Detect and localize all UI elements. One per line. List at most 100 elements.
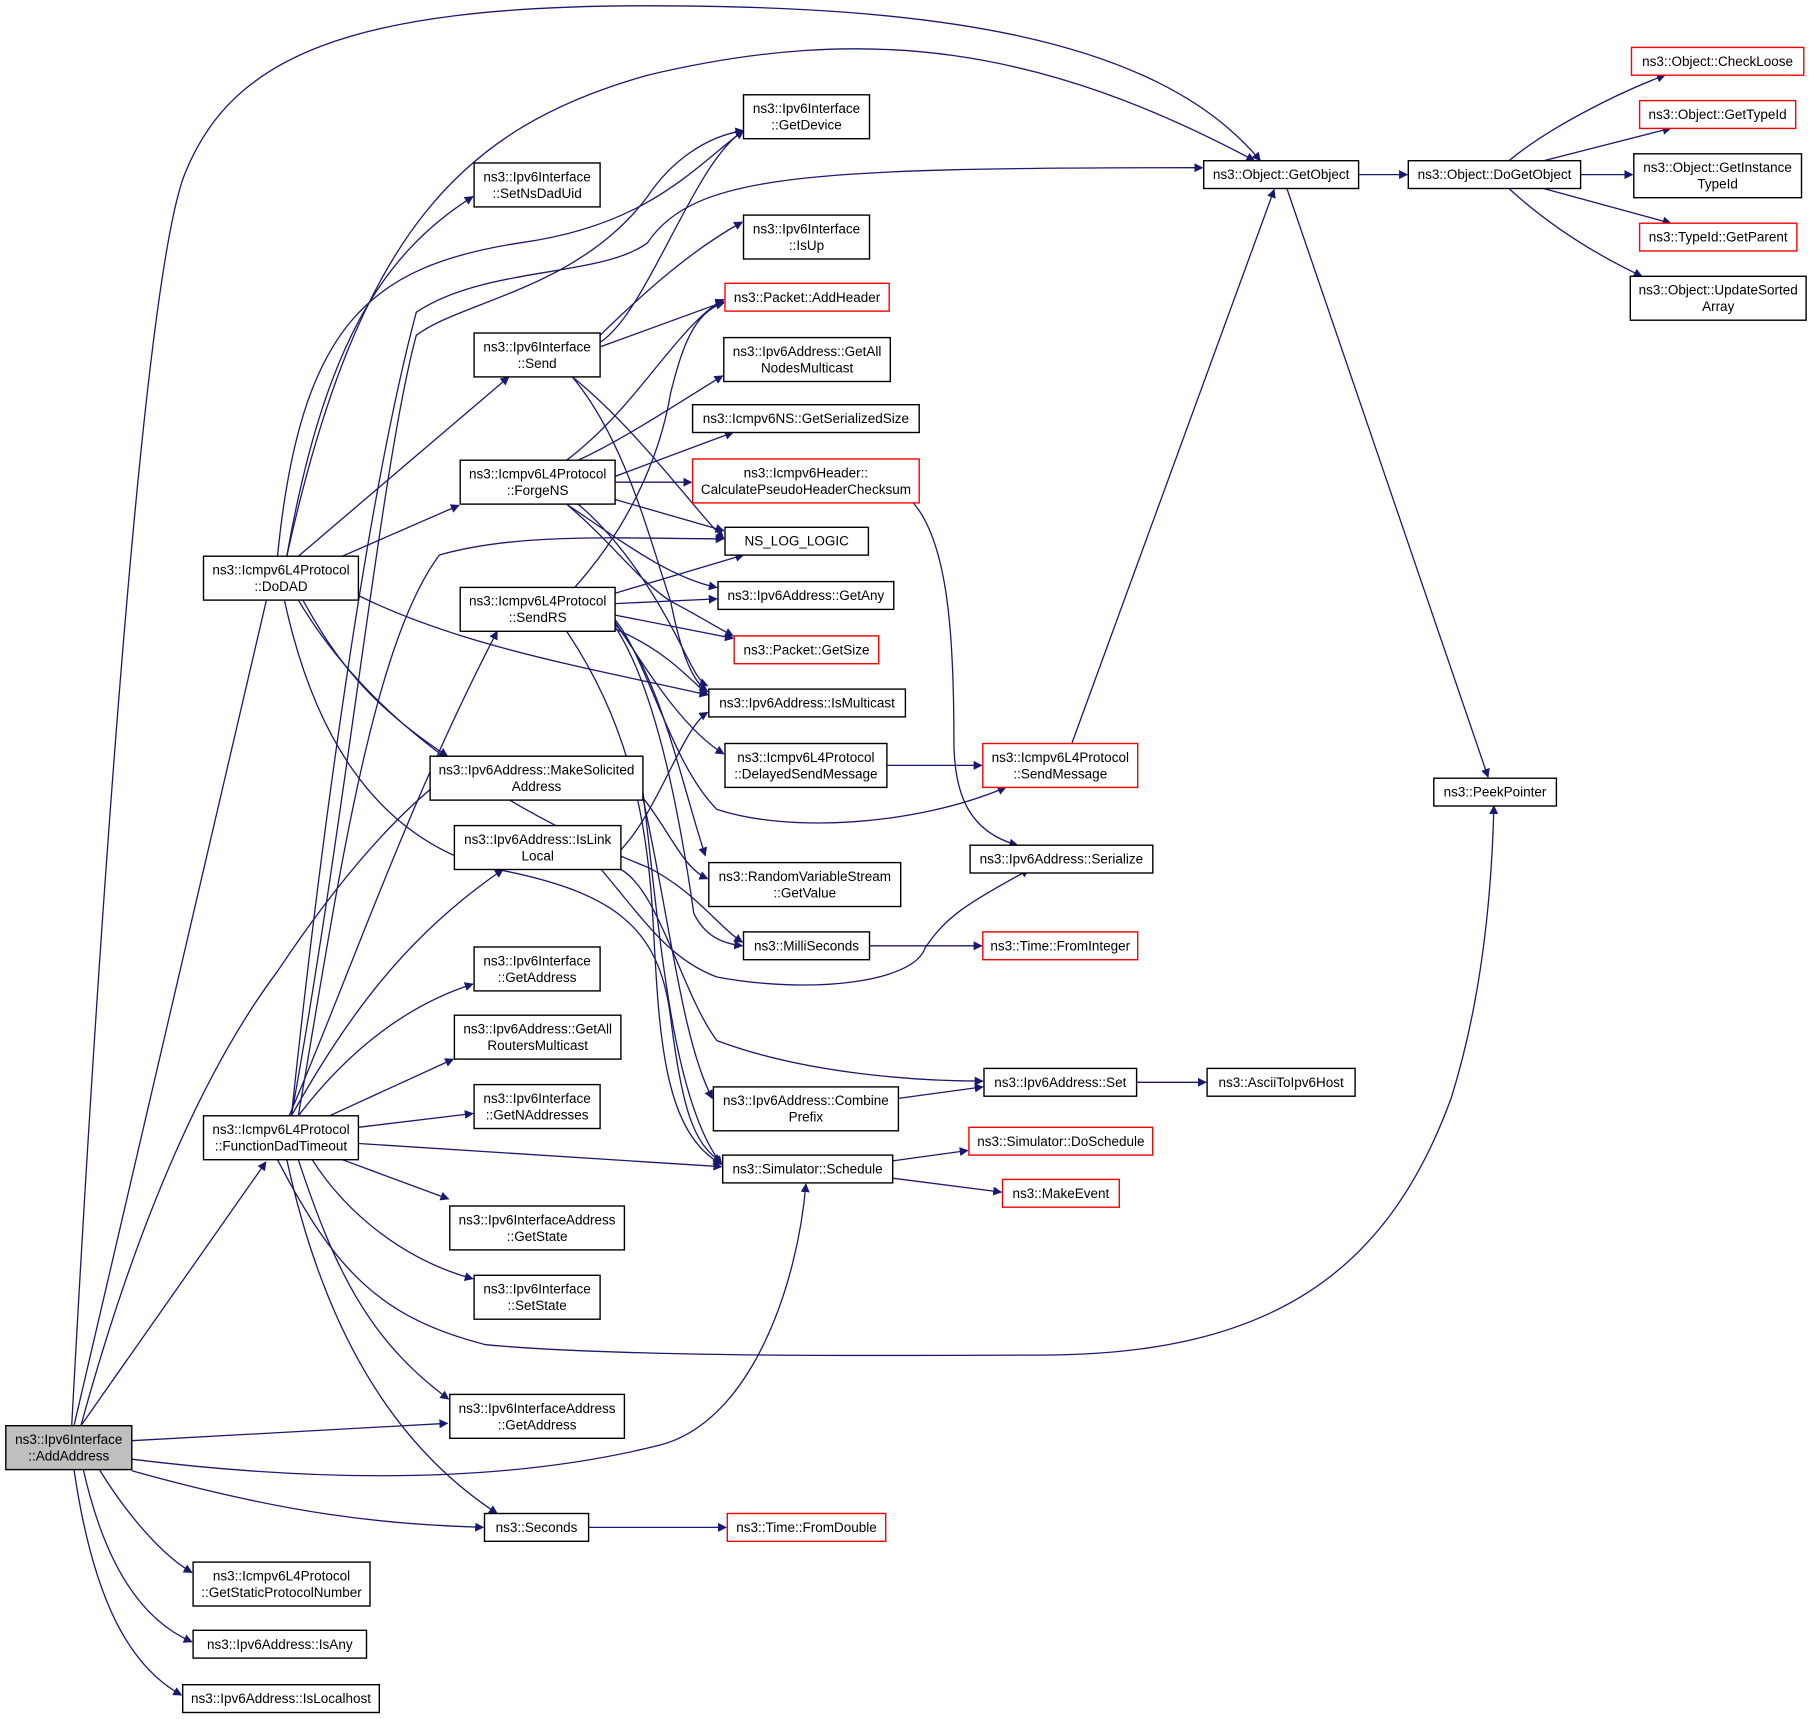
node-pseudo[interactable]: ns3::Icmpv6Header::CalculatePseudoHeader… (691, 458, 920, 504)
edge-makesol-to-schedule (642, 791, 723, 1166)
node-label: Local (522, 848, 554, 863)
node-box (742, 931, 871, 961)
node-addheader[interactable]: ns3::Packet::AddHeader (724, 282, 890, 312)
node-label: ns3::Ipv6Address::IsLocalhost (191, 1691, 371, 1706)
node-label: Address (512, 779, 562, 794)
node-label: ::SetNsDadUid (492, 186, 581, 201)
node-box (473, 162, 601, 208)
node-makeevent[interactable]: ns3::MakeEvent (1001, 1178, 1121, 1208)
node-rvs[interactable]: ns3::RandomVariableStream::GetValue (708, 861, 902, 908)
node-box (968, 1126, 1154, 1156)
edge-fdt-to-iaddrgetaddr (297, 1159, 450, 1400)
node-ismulticast[interactable]: ns3::Ipv6Address::IsMulticast (708, 688, 907, 718)
node-serialize[interactable]: ns3::Ipv6Address::Serialize (969, 844, 1154, 874)
edge-forgens-to-nsgetsize (614, 431, 734, 478)
node-box (733, 635, 880, 665)
edge-root-to-fdt (80, 1161, 267, 1427)
node-getdevice[interactable]: ns3::Ipv6Interface::GetDevice (742, 94, 871, 140)
node-box (982, 742, 1139, 789)
node-box (459, 459, 616, 505)
edge-fdt-to-sendrs (288, 630, 498, 1117)
edge-makesol-to-combine (642, 797, 713, 1100)
node-label: ns3::Simulator::Schedule (733, 1162, 883, 1177)
node-getaddress[interactable]: ns3::Ipv6Interface::GetAddress (473, 946, 601, 992)
node-checkloose[interactable]: ns3::Object::CheckLoose (1630, 46, 1805, 76)
node-label: ns3::Ipv6Address::GetAny (727, 588, 884, 603)
node-label: ::SendMessage (1013, 766, 1107, 781)
node-label: Array (1702, 299, 1735, 314)
node-milli[interactable]: ns3::MilliSeconds (742, 931, 871, 961)
node-label: ::GetStaticProtocolNumber (201, 1585, 362, 1600)
node-gspn[interactable]: ns3::Icmpv6L4Protocol::GetStaticProtocol… (192, 1561, 371, 1607)
edge-root-to-gspn (98, 1469, 193, 1574)
node-label: ns3::Time::FromDouble (736, 1520, 877, 1535)
node-box (453, 1014, 622, 1060)
node-box (722, 1154, 894, 1184)
node-root[interactable]: ns3::Ipv6Interface::AddAddress (5, 1424, 133, 1471)
node-label: ns3::Ipv6InterfaceAddress (459, 1401, 616, 1416)
node-frominteger[interactable]: ns3::Time::FromInteger (982, 931, 1139, 961)
node-getany[interactable]: ns3::Ipv6Address::GetAny (717, 580, 895, 611)
node-box (5, 1424, 133, 1471)
node-getstate[interactable]: ns3::Ipv6InterfaceAddress::GetState (449, 1205, 626, 1251)
edge-fdt-to-getobject (290, 163, 1204, 1116)
node-label: ::DoDAD (254, 579, 308, 594)
node-iaddrgetaddr[interactable]: ns3::Ipv6InterfaceAddress::GetAddress (449, 1393, 626, 1440)
node-box (717, 580, 895, 611)
node-box (1433, 777, 1558, 807)
node-getparent[interactable]: ns3::TypeId::GetParent (1638, 222, 1798, 252)
edge-root-to-dodad (73, 571, 276, 1426)
node-label: ::FunctionDadTimeout (215, 1139, 348, 1154)
node-label: ns3::Ipv6Interface (15, 1432, 122, 1447)
node-gettypeid[interactable]: ns3::Object::GetTypeId (1638, 99, 1797, 130)
node-forgens[interactable]: ns3::Icmpv6L4Protocol::ForgeNS (459, 459, 616, 505)
node-box (449, 1393, 626, 1440)
node-getsize[interactable]: ns3::Packet::GetSize (733, 635, 880, 665)
node-label: ns3::Ipv6Address::Serialize (980, 852, 1144, 867)
node-peek[interactable]: ns3::PeekPointer (1433, 777, 1558, 807)
node-box (1638, 99, 1797, 130)
node-getnaddr[interactable]: ns3::Ipv6Interface::GetNAddresses (473, 1083, 601, 1130)
node-sendmessage[interactable]: ns3::Icmpv6L4Protocol::SendMessage (982, 742, 1139, 789)
node-schedule[interactable]: ns3::Simulator::Schedule (722, 1154, 894, 1184)
node-setnsdaduid[interactable]: ns3::Ipv6Interface::SetNsDadUid (473, 162, 601, 208)
edge-forgens-to-nslog (614, 498, 725, 533)
node-box (459, 586, 616, 633)
node-getobject[interactable]: ns3::Object::GetObject (1202, 159, 1360, 190)
node-sendrs[interactable]: ns3::Icmpv6L4Protocol::SendRS (459, 586, 616, 633)
node-isup[interactable]: ns3::Ipv6Interface::IsUp (742, 214, 871, 260)
node-seconds[interactable]: ns3::Seconds (483, 1512, 590, 1542)
edge-dodad-to-forgens (342, 504, 460, 557)
node-ipv6set[interactable]: ns3::Ipv6Address::Set (983, 1067, 1138, 1097)
node-label: ns3::Icmpv6NS::GetSerializedSize (703, 411, 909, 426)
node-delayed[interactable]: ns3::Icmpv6L4Protocol::DelayedSendMessag… (724, 742, 888, 789)
node-box (192, 1629, 368, 1659)
edge-forgens-to-getallnodes (577, 375, 724, 461)
node-box (723, 336, 891, 383)
node-dodad[interactable]: ns3::Icmpv6L4Protocol::DoDAD (202, 555, 360, 601)
node-nsgetsize[interactable]: ns3::Icmpv6NS::GetSerializedSize (691, 404, 920, 434)
node-send[interactable]: ns3::Ipv6Interface::Send (473, 332, 601, 378)
node-nslog[interactable]: NS_LOG_LOGIC (724, 526, 870, 556)
node-islocalhost[interactable]: ns3::Ipv6Address::IsLocalhost (181, 1683, 381, 1714)
node-fdt[interactable]: ns3::Icmpv6L4Protocol::FunctionDadTimeou… (202, 1115, 360, 1161)
edge-sendrs-to-getany (615, 594, 718, 605)
node-box (724, 282, 890, 312)
node-label: ns3::Ipv6Address::GetAll (733, 344, 882, 359)
node-ascii[interactable]: ns3::AsciiToIpv6Host (1206, 1067, 1356, 1097)
edge-dodad-to-schedule (283, 599, 723, 1163)
edge-dodad-to-getdevice (276, 130, 745, 557)
node-isany[interactable]: ns3::Ipv6Address::IsAny (192, 1629, 368, 1659)
node-doschedule[interactable]: ns3::Simulator::DoSchedule (968, 1126, 1154, 1156)
node-fromdouble[interactable]: ns3::Time::FromDouble (726, 1512, 887, 1542)
node-setstate[interactable]: ns3::Ipv6Interface::SetState (473, 1274, 601, 1320)
node-box (1206, 1067, 1356, 1097)
node-dogetobject[interactable]: ns3::Object::DoGetObject (1407, 159, 1582, 190)
